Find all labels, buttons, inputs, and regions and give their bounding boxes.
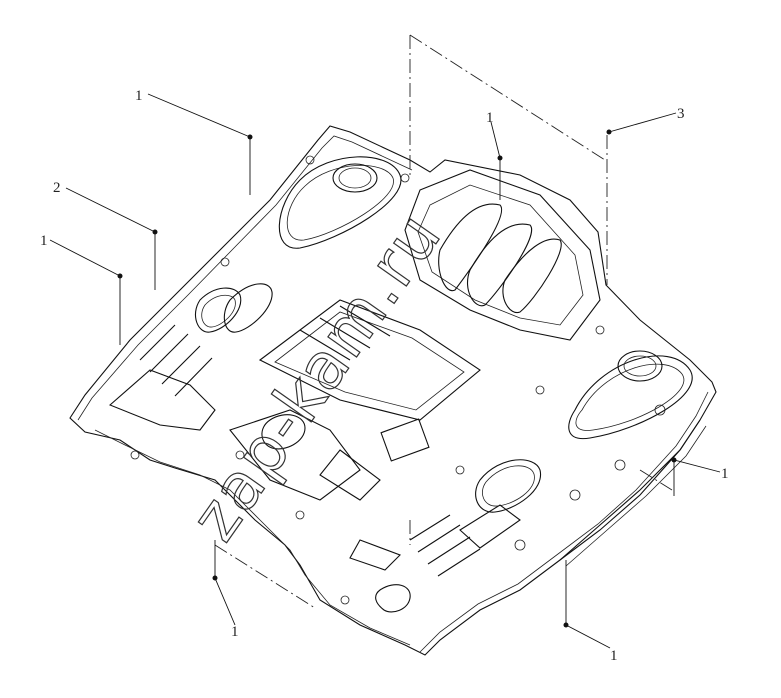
callout-1-bottom-left: 1	[231, 624, 239, 640]
leader-lines	[49, 93, 721, 649]
callout-1-top-left: 1	[135, 88, 143, 104]
callout-2-left: 2	[53, 180, 61, 196]
right-seat-pan	[568, 350, 693, 440]
construction-lines	[214, 34, 673, 609]
mounting-holes	[130, 155, 605, 605]
watermark-text: zap-kam.ru	[177, 199, 456, 554]
callout-1-left: 1	[40, 233, 48, 249]
callout-1-bottom-right: 1	[610, 648, 618, 664]
right-side-rail	[514, 404, 707, 567]
cross-members	[229, 299, 481, 501]
callout-1-top-center: 1	[486, 110, 494, 126]
left-seat-pan	[278, 156, 402, 249]
callout-1-right: 1	[721, 466, 729, 482]
right-floor-ribs	[349, 459, 541, 613]
left-side-ribs	[108, 283, 273, 431]
callout-3-top-right: 3	[677, 106, 685, 122]
rear-tunnel	[404, 169, 601, 341]
